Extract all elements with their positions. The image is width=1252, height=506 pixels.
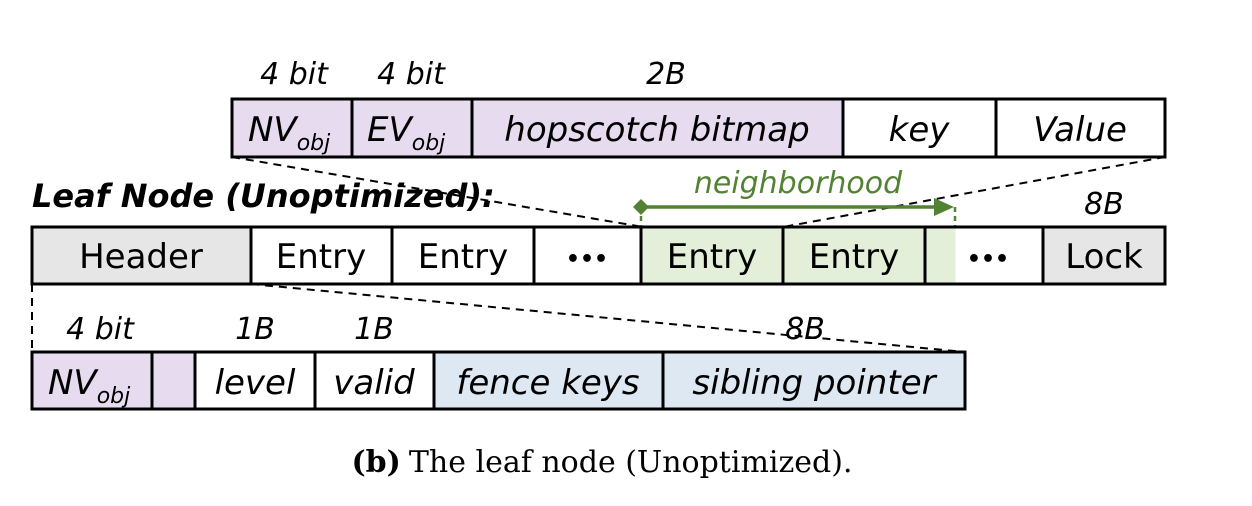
sibling-pointer-cell (661, 350, 967, 411)
lock-text: Lock (1065, 237, 1143, 277)
leaf-node-title: Leaf Node (Unoptimized): (32, 177, 495, 215)
ev-size-label: 4 bit (377, 57, 446, 92)
entry-text: Entry (667, 237, 757, 277)
pointer-size-label: 8B (785, 312, 825, 347)
entry-text: Entry (418, 237, 508, 277)
figure-caption: (b)The leaf node (Unoptimized). (351, 445, 852, 480)
valid-text: valid (333, 363, 415, 403)
entry-text: Entry (276, 237, 366, 277)
level-cell (193, 350, 317, 411)
nv-obj-cell (230, 97, 354, 159)
sibling-pointer-text: sibling pointer (692, 363, 937, 403)
neighborhood-bracket: neighborhood (633, 166, 957, 227)
hopscotch-bitmap-text: hopscotch bitmap (504, 110, 809, 150)
hopscotch-bitmap-cell (470, 97, 845, 159)
fence-keys-cell (432, 350, 665, 411)
header-nv-obj-text: NVobj (48, 363, 131, 409)
nv-size-label: 4 bit (260, 57, 329, 92)
ev-obj-text: EVobj (367, 110, 446, 156)
fence-keys-text: fence keys (456, 363, 639, 403)
entry-cell-neighborhood (639, 225, 785, 286)
neighborhood-arrowhead-icon (934, 198, 954, 216)
ellipsis-cell (532, 225, 643, 286)
ellipsis-text: ••• (566, 247, 608, 272)
bitmap-size-label: 2B (646, 57, 686, 92)
level-text: level (215, 363, 296, 403)
leaf-node-row: Leaf Node (Unoptimized): neighborhood 8B… (30, 166, 1167, 286)
header-padding-cell (150, 350, 197, 411)
valid-cell (313, 350, 436, 411)
ev-obj-cell (350, 97, 474, 159)
level-size-label: 1B (235, 312, 275, 347)
neighborhood-partial-fill (926, 228, 956, 283)
entry-layout-row: 4 bit 4 bit 2B NVobj EVobj hopscotch bit… (230, 57, 1167, 159)
lock-size-label: 8B (1084, 187, 1124, 222)
neighborhood-label: neighborhood (694, 166, 903, 201)
header-cell (30, 225, 253, 286)
header-text: Header (79, 237, 203, 277)
header-nv-size-label: 4 bit (66, 312, 135, 347)
value-cell (994, 97, 1167, 159)
header-zoom-line-right (250, 283, 966, 353)
lock-cell (1041, 225, 1167, 286)
zoom-line-right (782, 156, 1166, 228)
value-text: Value (1033, 110, 1127, 150)
entry-text: Entry (809, 237, 899, 277)
ellipsis-text: ••• (967, 247, 1009, 272)
nv-obj-text: NVobj (248, 110, 331, 156)
valid-size-label: 1B (354, 312, 394, 347)
key-text: key (889, 110, 951, 150)
header-layout-row: 4 bit 1B 1B 8B NVobj level valid fence k… (30, 312, 967, 411)
entry-cell (390, 225, 536, 286)
